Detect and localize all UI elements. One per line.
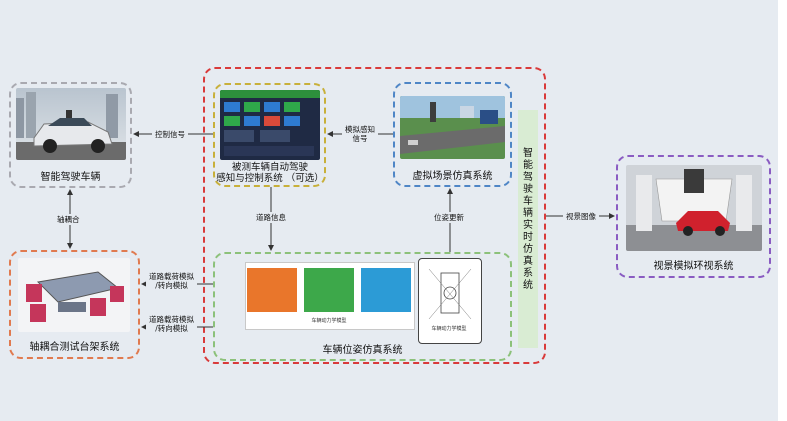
- model-caption: 车辆动力学模型: [431, 326, 467, 332]
- sens-line-0: 模拟感知: [345, 125, 375, 134]
- perception-frame: [213, 83, 326, 187]
- realtime-system-char: 统: [523, 280, 533, 291]
- model-caption-main: 车辆动力学模型: [311, 318, 347, 324]
- realtime-system-char: 真: [523, 256, 533, 267]
- virtual-scene-label: 虚拟场景仿真系统: [412, 171, 493, 182]
- edge-pose-update: 位姿更新: [431, 212, 467, 223]
- model-block-orange: [247, 268, 297, 312]
- model-block-blue: [361, 268, 411, 312]
- vehicle-label: 智能驾驶车辆: [40, 172, 101, 183]
- virtual-scene-image: [400, 96, 505, 159]
- edge-road-torque-1: 道路载荷模拟/转向模拟: [146, 271, 197, 291]
- pose-sim-frame: [213, 252, 512, 361]
- model-block-green: [304, 268, 354, 312]
- virtual-scene-frame: [393, 82, 512, 187]
- perception-label-line: 被测车辆自动驾驶感知与控制系统 （可选）: [207, 162, 333, 184]
- realtime-system-char: 智: [523, 148, 533, 159]
- view-system-image: [626, 165, 762, 251]
- dynamics-sketch: [418, 258, 482, 344]
- vehicle-frame: [9, 82, 132, 188]
- realtime-system-side-panel: [518, 110, 538, 348]
- edge-control-signal: 控制信号: [152, 129, 188, 140]
- realtime-system-char: 时: [523, 232, 533, 243]
- view-system-label: 视景模拟环视系统: [653, 261, 734, 272]
- edge-axle-coupling: 轴耦合: [54, 214, 83, 225]
- realtime-system-frame: [203, 67, 546, 364]
- perc-line-1: 感知与控制系统 （可选）: [216, 173, 324, 184]
- rt1-line-1: /转向模拟: [155, 281, 188, 290]
- axle-rig-frame: [9, 250, 140, 359]
- realtime-system-char: 驶: [523, 184, 533, 195]
- realtime-system-char: 能: [523, 160, 533, 171]
- view-system-frame: [616, 155, 771, 278]
- edge-road-info: 道路信息: [253, 212, 289, 223]
- realtime-system-char: 系: [523, 268, 533, 279]
- edge-road-torque-2: 道路载荷模拟/转向模拟: [146, 314, 197, 334]
- pose-sim-label: 车辆位姿仿真系统: [322, 345, 403, 356]
- realtime-system-label: 智能驾驶车辆实时仿真系统: [522, 148, 534, 292]
- perception-screen-image: [220, 90, 320, 160]
- realtime-system-char: 驾: [523, 172, 533, 183]
- realtime-system-char: 车: [523, 196, 533, 207]
- perception-label: 被测车辆自动驾驶感知与控制系统 （可选）: [207, 162, 333, 184]
- axle-rig-image: [18, 258, 130, 332]
- rt2-line-0: 道路载荷模拟: [149, 315, 194, 324]
- edge-view-image: 视景图像: [563, 211, 599, 222]
- axle-rig-label: 轴耦合测试台架系统: [29, 342, 120, 353]
- realtime-system-char: 实: [523, 220, 533, 231]
- perc-line-0: 被测车辆自动驾驶: [231, 162, 308, 173]
- realtime-system-char: 仿: [523, 244, 533, 255]
- edge-sensor-signal: 模拟感知信号: [342, 124, 378, 144]
- sens-line-1: 信号: [352, 134, 368, 143]
- rt1-line-0: 道路载荷模拟: [149, 272, 194, 281]
- realtime-system-char: 辆: [523, 208, 533, 219]
- rt2-line-1: /转向模拟: [155, 324, 188, 333]
- vehicle-image: [16, 88, 126, 160]
